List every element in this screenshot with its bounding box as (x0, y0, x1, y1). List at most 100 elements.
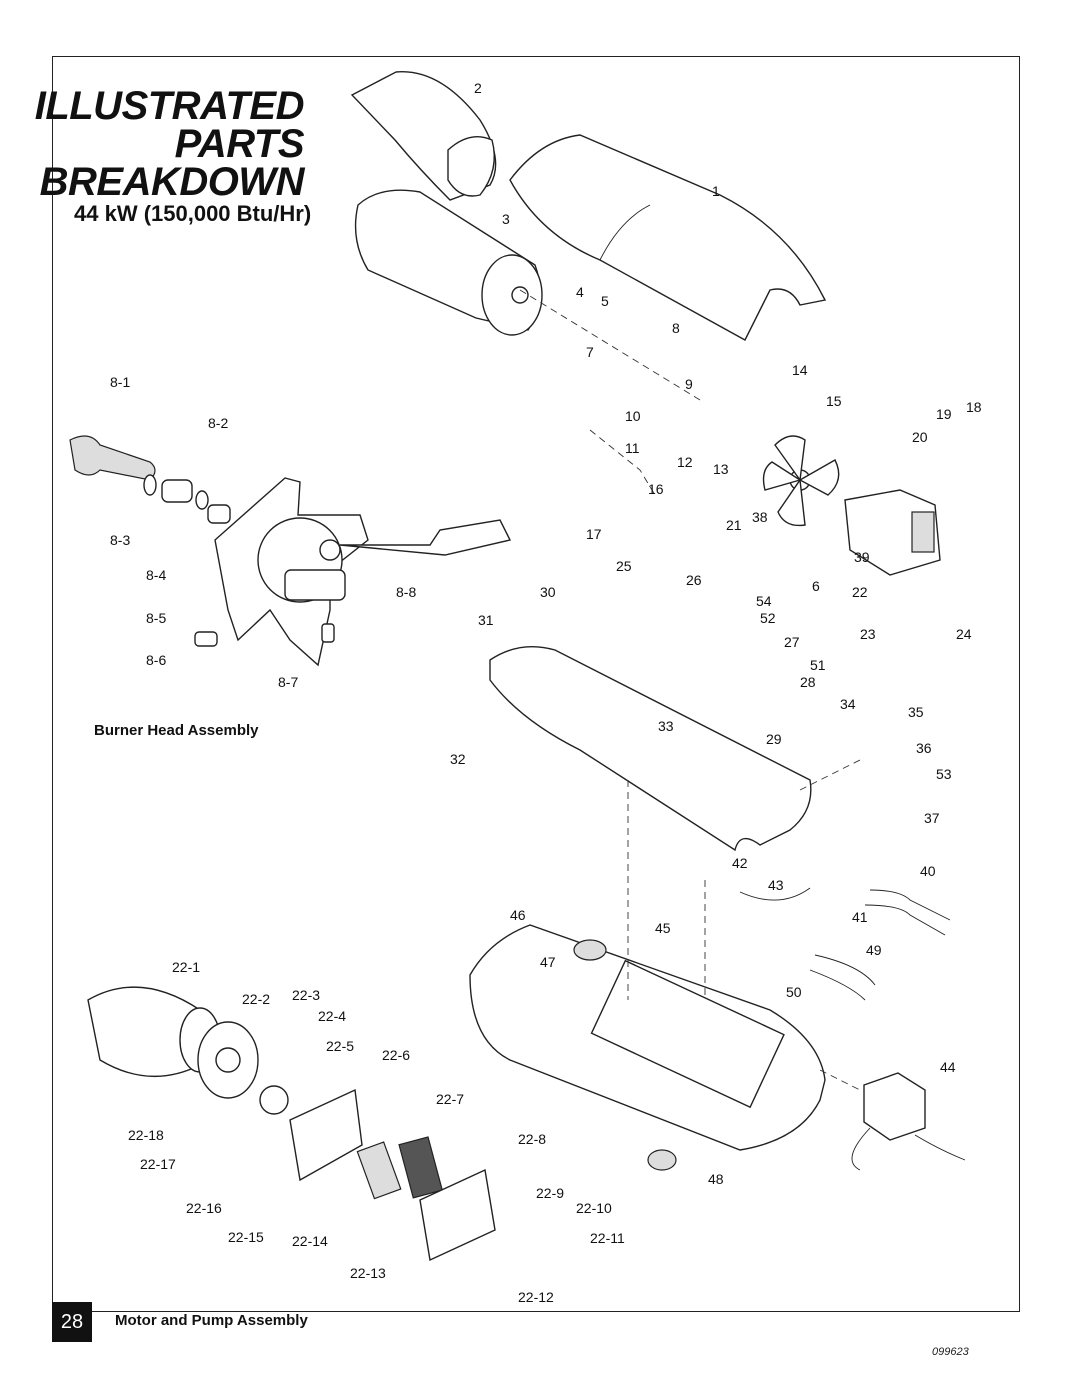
part-callout: 23 (860, 626, 876, 642)
part-callout: 22-10 (576, 1200, 612, 1216)
part-callout: 39 (854, 549, 870, 565)
part-callout: 22-2 (242, 991, 270, 1007)
part-callout: 46 (510, 907, 526, 923)
burner-head-drawing (69, 435, 512, 667)
part-callout: 22-8 (518, 1131, 546, 1147)
part-callout: 38 (752, 509, 768, 525)
part-callout: 8-1 (110, 374, 130, 390)
part-callout: 49 (866, 942, 882, 958)
fan-motor-drawing (762, 435, 941, 576)
part-callout: 53 (936, 766, 952, 782)
part-callout: 3 (502, 211, 510, 227)
part-callout: 9 (685, 376, 693, 392)
assembly-guides (519, 289, 861, 1091)
part-callout: 10 (625, 408, 641, 424)
part-callout: 8-7 (278, 674, 298, 690)
part-callout: 8-5 (146, 610, 166, 626)
part-callout: 18 (966, 399, 982, 415)
part-callout: 52 (760, 610, 776, 626)
part-callout: 14 (792, 362, 808, 378)
part-callout: 22-4 (318, 1008, 346, 1024)
part-callout: 13 (713, 461, 729, 477)
part-callout: 32 (450, 751, 466, 767)
part-callout: 8-8 (396, 584, 416, 600)
part-callout: 35 (908, 704, 924, 720)
part-callout: 8-6 (146, 652, 166, 668)
part-callout: 22-5 (326, 1038, 354, 1054)
part-callout: 22-16 (186, 1200, 222, 1216)
document-number: 099623 (932, 1346, 969, 1358)
part-callout: 12 (677, 454, 693, 470)
fuel-tank-drawing (469, 924, 826, 1171)
part-callout: 22-3 (292, 987, 320, 1003)
part-callout: 36 (916, 740, 932, 756)
part-callout: 50 (786, 984, 802, 1000)
wire-harness-drawing (739, 887, 951, 1001)
title-line-2: PARTS (174, 122, 305, 166)
title-line-3: BREAKDOWN (39, 160, 305, 204)
motor-pump-drawing (87, 986, 496, 1262)
part-callout: 48 (708, 1171, 724, 1187)
part-callout: 22-18 (128, 1127, 164, 1143)
part-callout: 20 (912, 429, 928, 445)
part-callout: 21 (726, 517, 742, 533)
part-callout: 22-7 (436, 1091, 464, 1107)
part-callout: 8 (672, 320, 680, 336)
part-callout: 40 (920, 863, 936, 879)
part-callout: 7 (586, 344, 594, 360)
base-pan-drawing (489, 645, 812, 852)
part-callout: 47 (540, 954, 556, 970)
part-callout: 33 (658, 718, 674, 734)
part-callout: 22-1 (172, 959, 200, 975)
part-callout: 22-11 (590, 1230, 625, 1246)
part-callout: 29 (766, 731, 782, 747)
part-callout: 22 (852, 584, 868, 600)
part-callout: 34 (840, 696, 856, 712)
part-callout: 22-15 (228, 1229, 264, 1245)
part-callout: 1 (712, 183, 720, 199)
part-callout: 45 (655, 920, 671, 936)
page-number: 28 (52, 1302, 92, 1342)
top-cover-drawing (509, 134, 827, 341)
part-callout: 19 (936, 406, 952, 422)
part-callout: 54 (756, 593, 772, 609)
part-callout: 28 (800, 674, 816, 690)
subtitle: 44 kW (150,000 Btu/Hr) (74, 201, 312, 226)
title-line-1: ILLUSTRATED (34, 84, 305, 128)
part-callout: 22-12 (518, 1289, 554, 1305)
part-callout: 27 (784, 634, 800, 650)
part-callout: 26 (686, 572, 702, 588)
part-callout: 44 (940, 1059, 956, 1075)
burner-head-label: Burner Head Assembly (94, 722, 259, 739)
part-callout: 22-13 (350, 1265, 386, 1281)
part-callout: 22-9 (536, 1185, 564, 1201)
part-callout: 22-17 (140, 1156, 176, 1172)
part-callout: 5 (601, 293, 609, 309)
part-callout: 25 (616, 558, 632, 574)
part-callout: 31 (478, 612, 494, 628)
part-callout: 37 (924, 810, 940, 826)
page-frame (52, 56, 1020, 1312)
lower-shell-drawing (354, 189, 543, 336)
part-callout: 51 (810, 657, 826, 673)
part-callout: 4 (576, 284, 584, 300)
part-callout: 8-3 (110, 532, 130, 548)
part-callout: 8-2 (208, 415, 228, 431)
part-callout: 6 (812, 578, 820, 594)
part-callout: 30 (540, 584, 556, 600)
part-callout: 43 (768, 877, 784, 893)
part-callout: 15 (826, 393, 842, 409)
part-callout: 8-4 (146, 567, 166, 583)
part-callout: 42 (732, 855, 748, 871)
part-callout: 22-14 (292, 1233, 328, 1249)
transformer-drawing (851, 1072, 966, 1171)
part-callout: 17 (586, 526, 602, 542)
part-callout: 16 (648, 481, 664, 497)
part-callout: 41 (852, 909, 868, 925)
part-callout: 11 (625, 440, 640, 456)
part-callout: 24 (956, 626, 972, 642)
upper-shell-drawing (350, 71, 497, 201)
part-callout: 2 (474, 80, 482, 96)
